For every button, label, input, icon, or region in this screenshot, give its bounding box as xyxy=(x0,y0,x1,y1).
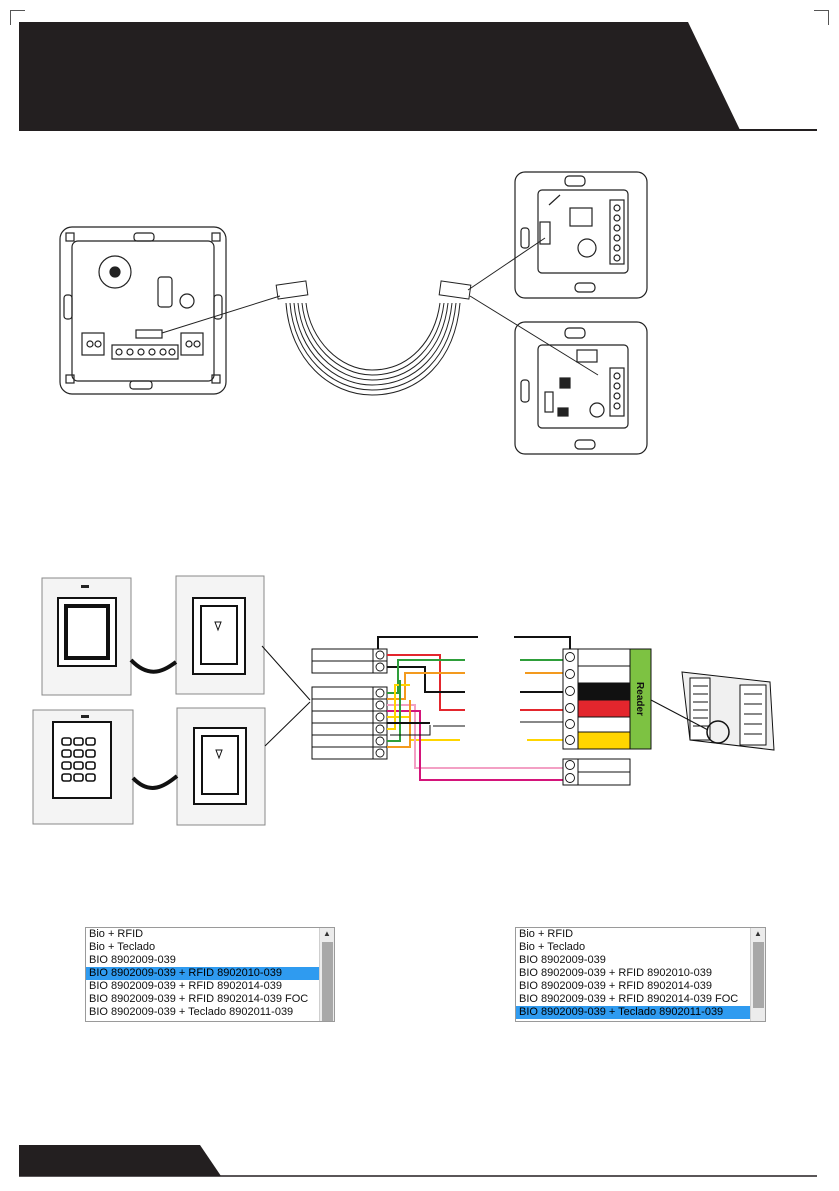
list-item[interactable]: BIO 8902009-039 + RFID 8902014-039 xyxy=(89,980,282,992)
wires xyxy=(377,636,571,781)
fingerprint-panel-top xyxy=(175,575,265,695)
wiring-diagram: Reader xyxy=(32,575,775,826)
list-item[interactable]: BIO 8902009-039 xyxy=(519,954,606,966)
rfid-reader-panel xyxy=(41,577,132,696)
list-item[interactable]: BIO 8902009-039 + RFID 8902014-039 FOC xyxy=(519,993,739,1005)
scroll-up-icon[interactable]: ▲ xyxy=(754,929,762,938)
module-connection-diagram xyxy=(59,171,648,455)
list-item[interactable]: Bio + RFID xyxy=(519,928,574,940)
list-item[interactable]: BIO 8902009-039 + RFID 8902010-039 xyxy=(86,967,334,980)
fingerprint-panel-bottom xyxy=(176,707,266,826)
footer-tab xyxy=(19,1145,817,1177)
crop-mark-top-right xyxy=(814,10,829,25)
main-module-drawing xyxy=(59,226,227,395)
list-item[interactable]: BIO 8902009-039 + RFID 8902010-039 xyxy=(519,967,712,979)
crop-mark-top-left xyxy=(10,10,25,25)
left-terminal-block xyxy=(311,648,388,760)
scroll-up-icon[interactable]: ▲ xyxy=(323,929,331,938)
list-scrollbar[interactable]: ▲ xyxy=(319,928,334,1021)
list-item[interactable]: Bio + Teclado xyxy=(519,941,586,953)
list-scrollbar[interactable]: ▲ xyxy=(750,928,765,1021)
list-item[interactable]: BIO 8902009-039 xyxy=(89,954,176,966)
header-banner xyxy=(19,22,817,131)
list-item[interactable]: Bio + RFID xyxy=(89,928,144,940)
list-item[interactable]: BIO 8902009-039 + RFID 8902014-039 FOC xyxy=(89,993,309,1005)
keypad-panel xyxy=(32,709,134,825)
reader-label: Reader xyxy=(634,682,645,716)
list-item[interactable]: BIO 8902009-039 + Teclado 8902011-039 xyxy=(516,1006,765,1019)
scroll-thumb[interactable] xyxy=(753,942,764,1008)
flat-cable xyxy=(275,280,472,396)
list-item[interactable]: Bio + Teclado xyxy=(89,941,156,953)
list-item[interactable]: BIO 8902009-039 + Teclado 8902011-039 xyxy=(89,1006,294,1018)
right-terminal-block xyxy=(562,648,652,786)
controller-board xyxy=(650,671,775,751)
reader-module-bottom-drawing xyxy=(514,321,648,455)
list-item[interactable]: BIO 8902009-039 + RFID 8902014-039 xyxy=(519,980,712,992)
scroll-thumb[interactable] xyxy=(322,942,333,1021)
reader-module-top-drawing xyxy=(514,171,648,299)
